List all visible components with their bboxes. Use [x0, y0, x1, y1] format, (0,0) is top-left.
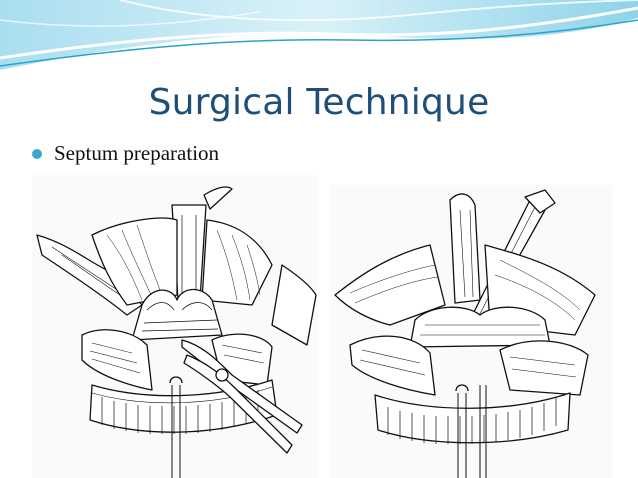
- bullet-item: Septum preparation: [32, 141, 219, 166]
- septum-illustration-left: [32, 175, 318, 478]
- septum-illustration-right: [330, 185, 612, 478]
- bullet-dot-icon: [32, 148, 42, 159]
- page-title: Surgical Technique: [148, 82, 490, 123]
- bullet-text: Septum preparation: [54, 141, 220, 165]
- header-wave-decoration: [0, 0, 638, 70]
